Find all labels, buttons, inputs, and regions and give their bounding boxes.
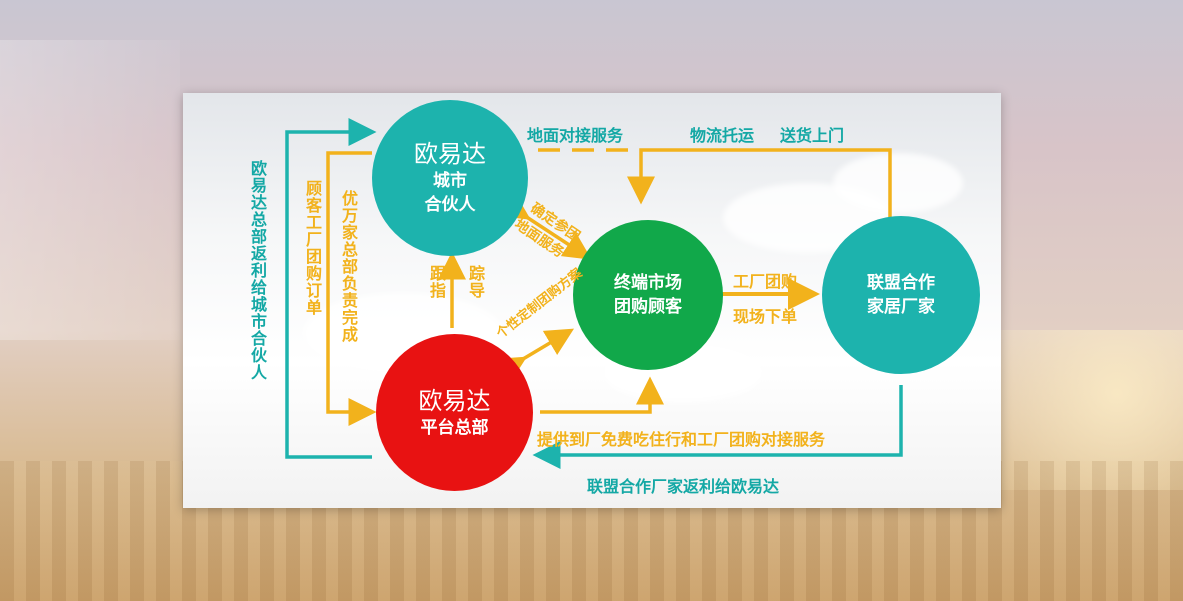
terminal-line1: 终端市场 [614, 273, 682, 293]
alliance-line2: 家居厂家 [867, 297, 935, 317]
alliance-line1: 联盟合作 [867, 273, 935, 293]
ground-service-label: 地面对接服务 [527, 126, 624, 145]
city-partner-node: 欧易达 城市 合伙人 [372, 100, 528, 256]
city-partner-line2: 城市 [433, 171, 467, 191]
logistics-label: 物流托运 [690, 126, 755, 145]
terminal-node: 终端市场 团购顾客 [573, 220, 723, 370]
order-arrow [326, 151, 377, 426]
logistics-arrow [627, 148, 892, 225]
alliance-rebate-arrow [532, 385, 903, 469]
cloud [833, 153, 963, 213]
city-partner-line3: 合伙人 [424, 195, 476, 215]
hq-line2: 平台总部 [420, 417, 489, 438]
terminal-line2: 团购顾客 [614, 297, 682, 317]
hq-complete-label: 优万家总部负责完成 [339, 190, 358, 343]
customer-order-label: 顾客工厂团购订单 [303, 180, 322, 316]
provide-service-arrow [540, 376, 664, 414]
hq-rebate-arrow [285, 118, 377, 459]
alliance-rebate-label: 联盟合作厂家返利给欧易达 [587, 477, 780, 496]
factory-group-label: 工厂团购 [733, 272, 798, 291]
hq-title: 欧易达 [418, 386, 491, 415]
onsite-order-label: 现场下单 [733, 307, 798, 326]
custom-plan-arrow [495, 328, 575, 383]
track-label: 踪导 [466, 265, 485, 299]
follow-label: 跟指 [427, 265, 446, 299]
alliance-node: 联盟合作 家居厂家 [822, 216, 980, 374]
provide-service-label: 提供到厂免费吃住行和工厂团购对接服务 [537, 430, 826, 449]
delivery-label: 送货上门 [780, 126, 845, 145]
confirm-group-arrow [499, 192, 592, 260]
hq-rebate-label: 欧易达总部返利给城市合伙人 [248, 160, 267, 381]
hq-node: 欧易达 平台总部 [376, 334, 533, 491]
city-partner-title: 欧易达 [414, 140, 486, 168]
background-window [0, 40, 180, 340]
